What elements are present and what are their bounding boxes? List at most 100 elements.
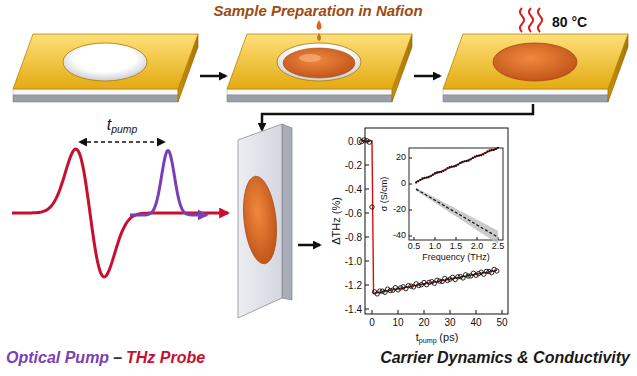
data-point: [453, 165, 455, 167]
label: 20: [396, 152, 406, 162]
axis-label: –: [113, 349, 122, 367]
label-wrap: 1.5: [450, 242, 463, 252]
data-point: [489, 149, 491, 151]
tick-mark: [365, 213, 369, 214]
axis-label: pump: [419, 337, 437, 345]
heat-waves: [520, 8, 542, 32]
tick-mark: [502, 310, 503, 314]
label: Frequency (THz): [422, 252, 490, 262]
substrate-plate: [13, 34, 198, 102]
label: σ (S/cm): [379, 177, 389, 212]
axis-label: THz Probe: [126, 349, 205, 367]
label-wrap: -0.6: [345, 208, 362, 219]
data-point: [461, 161, 463, 163]
tick-mark: [414, 237, 415, 240]
step-arrow: [200, 75, 226, 78]
nafion-film: [239, 175, 280, 266]
error-band: [416, 188, 498, 244]
data-point: [438, 171, 440, 173]
data-point: [465, 160, 467, 162]
data-point: [426, 177, 428, 179]
label-wrap: -1.0: [345, 256, 362, 267]
data-point: [419, 179, 421, 181]
data-point: [486, 150, 488, 152]
label: 2.0: [471, 241, 484, 251]
label: 2.5: [492, 241, 505, 251]
data-point: [493, 149, 495, 151]
label-wrap: 1.0: [429, 242, 442, 252]
label-wrap: -40: [393, 231, 406, 241]
label: Carrier Dynamics & Conductivity: [380, 349, 630, 366]
delay-arrow: [80, 141, 164, 142]
data-point: [434, 172, 436, 174]
tick-mark: [450, 310, 451, 314]
pump-pulse: [130, 151, 207, 215]
label-wrap: 30: [444, 317, 455, 328]
label: 80 °C: [552, 14, 587, 30]
imag-fit: [416, 189, 498, 237]
label-wrap: 20: [418, 317, 429, 328]
data-point: [444, 169, 446, 171]
label-group: Optical Pump–THz Probe: [6, 349, 205, 367]
gold-plate: [227, 34, 412, 102]
label-wrap: σ (S/cm): [380, 177, 390, 212]
step-arrow: [262, 104, 533, 130]
data-point: [391, 288, 395, 292]
nafion-film: [493, 43, 577, 81]
label-wrap: 0.0: [348, 136, 362, 147]
axis-label: t: [416, 331, 419, 343]
heat-wave: [520, 8, 524, 32]
label-group: tpump(ps): [416, 331, 459, 344]
label-wrap: 40: [470, 317, 481, 328]
label-wrap: Carrier Dynamics & Conductivity: [380, 349, 630, 367]
figure-title: Sample Preparation in Nafion: [213, 2, 422, 19]
data-point: [417, 180, 419, 182]
label-wrap: 80 °C: [552, 15, 587, 30]
tick-mark: [476, 310, 477, 314]
label-wrap: -0.2: [345, 160, 362, 171]
label: 0: [369, 317, 375, 328]
data-point: [491, 149, 493, 151]
label: ΔTHz (%): [330, 197, 342, 245]
tick-mark: [365, 237, 369, 238]
label: 0: [401, 178, 406, 188]
label: -20: [393, 204, 406, 214]
thz-pulse: [12, 149, 228, 277]
label: 0.0: [348, 136, 362, 147]
tick-mark: [365, 285, 369, 286]
data-point: [370, 205, 374, 209]
label-wrap: -1.2: [345, 280, 362, 291]
tick-mark: [409, 210, 412, 211]
label: -1.0: [345, 256, 362, 267]
nafion-drop: [283, 48, 355, 78]
label: 20: [418, 317, 429, 328]
label-wrap: ΔTHz (%): [330, 197, 342, 245]
data-point: [495, 269, 499, 273]
tick-mark: [409, 236, 412, 237]
substrate-plate: [227, 20, 412, 102]
data-point: [482, 153, 484, 155]
title-wrap: Sample Preparation in Nafion: [213, 3, 422, 20]
tick-mark: [435, 237, 436, 240]
data-point: [495, 148, 497, 150]
axis-label: t: [107, 116, 111, 134]
aperture-hole: [277, 43, 361, 81]
tick-mark: [365, 309, 369, 310]
data-point: [428, 176, 430, 178]
step-arrow: [414, 75, 440, 78]
data-point: [449, 166, 451, 168]
data-point: [436, 171, 438, 173]
data-point: [440, 279, 444, 283]
label-wrap: 10: [392, 317, 403, 328]
falling-drop: [317, 33, 321, 41]
tick-mark: [365, 261, 369, 262]
data-point: [497, 147, 499, 149]
label: 1.0: [429, 241, 442, 251]
slab-face: [238, 124, 282, 318]
substrate-plate: [443, 8, 628, 102]
label: -40: [393, 230, 406, 240]
label: 1.5: [450, 241, 463, 251]
plot-frame: [365, 128, 508, 314]
heat-wave: [529, 8, 533, 32]
label: -1.4: [345, 304, 362, 315]
